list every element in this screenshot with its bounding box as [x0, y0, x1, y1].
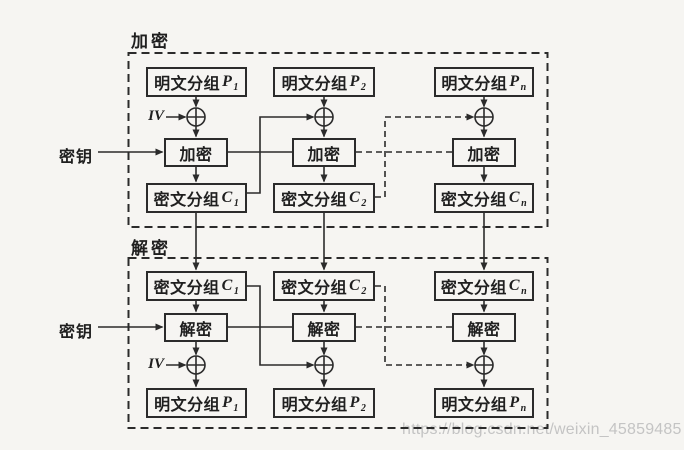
encrypt-op-1: 加密: [164, 138, 228, 167]
block-symbol: C: [221, 277, 233, 294]
block-subscript: 2: [360, 402, 367, 414]
block-prefix: 明文分组: [281, 76, 348, 93]
block-symbol: P: [509, 394, 520, 411]
block-prefix: 密文分组: [153, 280, 220, 297]
block-subscript: 1: [233, 285, 240, 297]
chain-link-c2-to-xorn-decryption: [375, 285, 475, 369]
block-subscript: n: [521, 197, 528, 209]
chain-link-c1-to-xor2-decryption: [247, 285, 315, 369]
decrypt-op-1: 解密: [164, 313, 228, 342]
block-symbol: P: [349, 73, 360, 90]
xor-icon: [314, 107, 334, 127]
block-prefix: 明文分组: [441, 397, 508, 414]
block-subscript: 2: [361, 197, 367, 209]
encrypt-op-2: 加密: [292, 138, 356, 167]
op-label: 加密: [467, 146, 501, 164]
block-symbol: P: [222, 73, 233, 90]
op-label: 加密: [307, 146, 341, 164]
block-subscript: n: [521, 285, 528, 297]
key-label-encryption: 密钥: [58, 149, 93, 166]
iv-label-encryption: IV: [148, 108, 164, 124]
xor-icon: [474, 107, 494, 127]
op-label: 解密: [179, 321, 213, 339]
xor-icon: [474, 355, 494, 375]
encryption-frame: [127, 52, 549, 228]
block-prefix: 密文分组: [153, 192, 220, 209]
block-symbol: P: [222, 394, 233, 411]
block-prefix: 明文分组: [281, 397, 348, 414]
block-prefix: 密文分组: [281, 192, 348, 209]
op-label: 解密: [467, 321, 501, 339]
flow-arrows-encryption: [192, 97, 488, 183]
block-subscript: 1: [233, 81, 239, 93]
block-symbol: C: [221, 189, 233, 206]
encryption-section-label: 加密: [131, 32, 171, 51]
block-subscript: 2: [360, 81, 367, 93]
block-symbol: P: [509, 73, 520, 90]
decryption-frame: [127, 257, 549, 429]
block-subscript: 2: [361, 285, 367, 297]
block-subscript: 1: [233, 197, 240, 209]
encrypt-op-n: 加密: [452, 138, 516, 167]
block-prefix: 密文分组: [440, 280, 507, 297]
decrypt-op-2: 解密: [292, 313, 356, 342]
decryption-section-label: 解密: [131, 239, 171, 258]
block-subscript: n: [520, 81, 527, 93]
block-prefix: 密文分组: [281, 280, 348, 297]
chain-link-c2-to-xorn-encryption: [375, 113, 475, 198]
block-symbol: C: [508, 277, 521, 294]
block-symbol: C: [349, 189, 361, 206]
block-connectors-enc-to-dec: [192, 213, 488, 271]
chain-link-c1-to-xor2-encryption: [247, 113, 315, 194]
block-symbol: C: [508, 189, 521, 206]
flow-arrows-decryption: [192, 301, 488, 388]
iv-label-decryption: IV: [148, 356, 164, 372]
block-prefix: 明文分组: [154, 76, 221, 93]
block-prefix: 明文分组: [154, 397, 221, 414]
block-subscript: n: [520, 402, 527, 414]
op-label: 加密: [179, 146, 213, 164]
decrypt-op-n: 解密: [452, 313, 516, 342]
block-prefix: 密文分组: [440, 192, 507, 209]
key-label-decryption: 密钥: [58, 324, 93, 341]
xor-icon: [186, 355, 206, 375]
op-label: 解密: [307, 321, 341, 339]
block-prefix: 明文分组: [441, 76, 508, 93]
block-symbol: P: [349, 394, 360, 411]
xor-icon: [314, 355, 334, 375]
xor-icon: [186, 107, 206, 127]
block-symbol: C: [349, 277, 361, 294]
watermark-text: https://blog.csdn.net/weixin_45859485: [402, 421, 682, 438]
block-subscript: 1: [233, 402, 239, 414]
